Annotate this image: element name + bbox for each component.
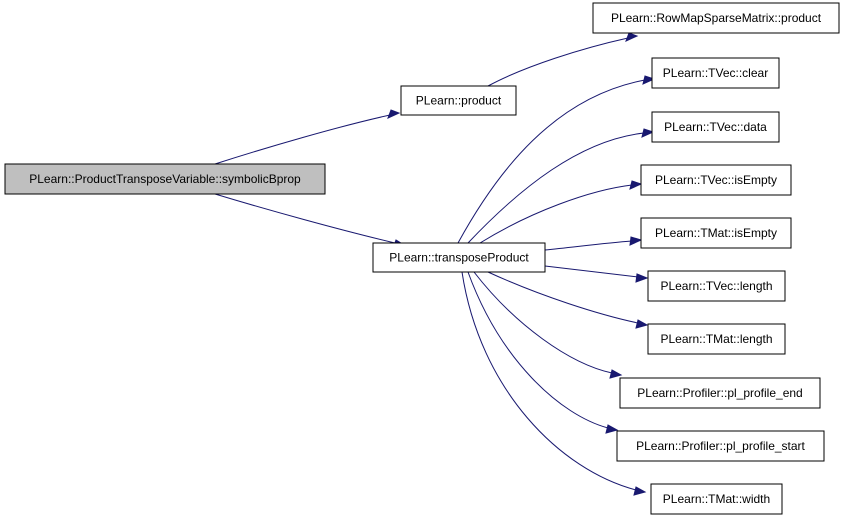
node-label: PLearn::TVec::length	[660, 279, 772, 293]
node-label: PLearn::TVec::data	[664, 120, 767, 134]
node-box	[616, 430, 825, 462]
edge-transposeProduct-to-tmat_width	[461, 271, 647, 496]
edge-product-to-rowmap	[487, 32, 639, 87]
node-root: PLearn::ProductTransposeVariable::symbol…	[4, 163, 326, 195]
edge-transposeProduct-to-tvec_data	[467, 128, 655, 244]
node-tvec_length[interactable]: PLearn::TVec::length	[647, 270, 786, 302]
edge-transposeProduct-to-tmat_length	[487, 271, 649, 329]
arrow-head-icon	[625, 32, 639, 42]
arrow-head-icon	[633, 486, 647, 496]
arrow-head-icon	[635, 319, 649, 329]
edge-line	[461, 271, 637, 491]
node-box	[592, 2, 840, 34]
edge-line	[544, 265, 639, 278]
edge-line	[214, 193, 396, 244]
edge-root-to-transposeProduct	[214, 193, 406, 249]
edge-transposeProduct-to-tvec_length	[544, 265, 649, 283]
node-rowmap[interactable]: PLearn::RowMapSparseMatrix::product	[592, 2, 840, 34]
edge-transposeProduct-to-tvec_isempty	[479, 180, 643, 244]
node-box	[640, 217, 792, 249]
edge-line	[544, 240, 633, 251]
arrow-head-icon	[635, 273, 649, 283]
node-label: PLearn::RowMapSparseMatrix::product	[611, 11, 822, 25]
node-box	[619, 377, 821, 409]
node-box	[651, 57, 780, 89]
edge-line	[467, 132, 645, 244]
edge-line	[487, 37, 629, 87]
node-box	[372, 242, 546, 273]
node-tmat_isempty[interactable]: PLearn::TMat::isEmpty	[640, 217, 792, 249]
node-tvec_clear[interactable]: PLearn::TVec::clear	[651, 57, 780, 89]
arrow-head-icon	[641, 128, 655, 138]
edge-line	[457, 79, 646, 244]
node-transposeProduct[interactable]: PLearn::transposeProduct	[372, 242, 546, 273]
node-label: PLearn::Profiler::pl_profile_start	[636, 439, 805, 453]
node-box	[647, 270, 786, 302]
node-label: PLearn::TVec::isEmpty	[655, 173, 777, 187]
edge-line	[214, 114, 391, 165]
arrow-head-icon	[629, 180, 643, 190]
node-tvec_data[interactable]: PLearn::TVec::data	[651, 111, 780, 143]
node-tmat_width[interactable]: PLearn::TMat::width	[650, 483, 783, 515]
node-label: PLearn::TVec::clear	[663, 66, 768, 80]
node-box	[400, 85, 517, 116]
node-label: PLearn::transposeProduct	[389, 251, 529, 265]
node-box	[650, 483, 783, 515]
arrow-head-icon	[629, 236, 643, 246]
node-box	[4, 163, 326, 195]
node-tmat_length[interactable]: PLearn::TMat::length	[647, 323, 786, 355]
edge-line	[487, 271, 639, 324]
edge-transposeProduct-to-tmat_isempty	[544, 236, 643, 251]
edge-line	[473, 271, 613, 374]
node-label: PLearn::TMat::width	[663, 492, 770, 506]
node-tvec_isempty[interactable]: PLearn::TVec::isEmpty	[640, 164, 792, 196]
nodes-layer: PLearn::ProductTransposeVariable::symbol…	[4, 2, 840, 515]
edge-line	[479, 184, 633, 244]
edge-transposeProduct-to-tvec_clear	[457, 75, 656, 244]
node-product[interactable]: PLearn::product	[400, 85, 517, 116]
node-label: PLearn::TMat::isEmpty	[655, 226, 777, 240]
node-box	[647, 323, 786, 355]
node-label: PLearn::Profiler::pl_profile_end	[637, 386, 802, 400]
arrow-head-icon	[605, 424, 619, 434]
node-box	[640, 164, 792, 196]
node-prof_end[interactable]: PLearn::Profiler::pl_profile_end	[619, 377, 821, 409]
node-label: PLearn::TMat::length	[660, 332, 772, 346]
edge-line	[467, 271, 609, 429]
node-label: PLearn::ProductTransposeVariable::symbol…	[29, 172, 301, 186]
edge-transposeProduct-to-prof_end	[473, 271, 623, 379]
arrow-head-icon	[642, 75, 656, 85]
node-label: PLearn::product	[416, 94, 502, 108]
edge-transposeProduct-to-prof_start	[467, 271, 619, 434]
node-prof_start[interactable]: PLearn::Profiler::pl_profile_start	[616, 430, 825, 462]
arrow-head-icon	[387, 109, 401, 119]
edge-root-to-product	[214, 109, 401, 165]
node-box	[651, 111, 780, 143]
arrow-head-icon	[609, 369, 623, 379]
